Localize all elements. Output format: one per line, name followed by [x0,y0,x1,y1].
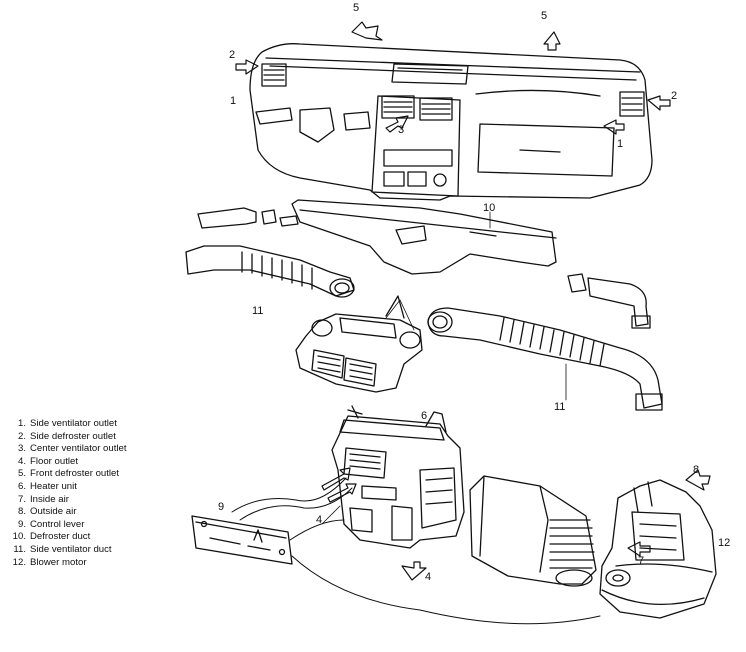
control-lever [191,515,293,565]
legend-label: Side ventilator outlet [30,418,117,429]
callout-6: 6 [421,410,427,422]
callout-12: 12 [718,537,730,549]
legend-item: 10. Defroster duct [6,531,127,544]
legend-number: 7. [17,493,26,505]
callout-2-right: 2 [671,90,677,102]
callout-3: 3 [398,124,404,136]
legend-number: 6. [17,480,26,492]
legend-number: 3. [17,443,26,455]
legend-number: 10. [12,531,26,543]
callout-11-left: 11 [252,305,263,317]
legend-label: Blower motor [30,556,87,568]
callout-7: 7 [638,555,644,567]
control-cables [231,477,601,625]
legend-label: Heater unit [30,480,77,492]
legend-label: Floor outlet [30,455,78,467]
airflow-arrows-panel [235,21,671,135]
legend-item: 2. Side defroster outlet [6,431,127,444]
side-ventilator-duct-right [427,307,663,411]
intake-duct [469,475,597,587]
legend-number: 4. [17,455,26,467]
legend-item: 11. Side ventilator duct [6,544,127,557]
legend-item: 4. Floor outlet [6,456,127,469]
callout-2-left: 2 [229,49,235,61]
callout-1-right: 1 [617,138,623,150]
legend-label: Side defroster outlet [30,430,116,442]
callout-8: 8 [693,464,699,476]
blower-motor [599,479,717,619]
instrument-panel [249,43,653,201]
legend-label: Inside air [30,493,69,505]
legend-label: Control lever [30,518,85,530]
legend-number: 8. [17,506,26,518]
legend-number: 9. [17,518,26,530]
legend-item: 3. Center ventilator outlet [6,443,127,456]
legend-item: 1. Side ventilator outlet [6,418,127,431]
defroster-duct [279,199,557,275]
callout-9: 9 [218,501,224,513]
legend-label: Center ventilator outlet [30,443,127,455]
legend-item: 5. Front defroster outlet [6,468,127,481]
legend-label: Front defroster outlet [30,468,120,480]
callout-4-upper: 4 [316,514,322,526]
leader-lines [321,211,567,525]
legend-item: 9. Control lever [6,519,127,532]
legend-number: 11. [13,543,26,555]
legend-number: 2. [17,430,26,442]
callout-11-right: 11 [554,401,565,413]
heater-unit [331,405,465,549]
legend-item: 12. Blower motor [6,557,127,570]
legend-number: 1. [17,418,26,429]
callout-5-left: 5 [353,2,359,14]
callout-10: 10 [483,202,495,214]
legend-number: 12. [12,556,26,568]
legend-label: Defroster duct [30,531,91,543]
legend-item: 8. Outside air [6,506,127,519]
callout-4-lower: 4 [425,571,431,583]
legend-label: Side ventilator duct [30,543,112,555]
callout-5-right: 5 [541,10,547,22]
parts-legend: 1. Side ventilator outlet 2. Side defroster… [6,418,127,569]
connector-pieces [197,207,651,329]
side-ventilator-duct-left [185,245,355,298]
callout-labels: 5 5 2 2 1 1 3 10 11 11 6 9 4 4 8 7 12 [218,2,730,583]
airflow-arrows-lower [321,467,711,581]
legend-number: 5. [17,468,26,480]
callout-1-left: 1 [230,95,236,107]
legend-item: 7. Inside air [6,494,127,507]
center-outlet-junction [295,295,423,393]
legend-label: Outside air [30,506,77,518]
legend-item: 6. Heater unit [6,481,127,494]
